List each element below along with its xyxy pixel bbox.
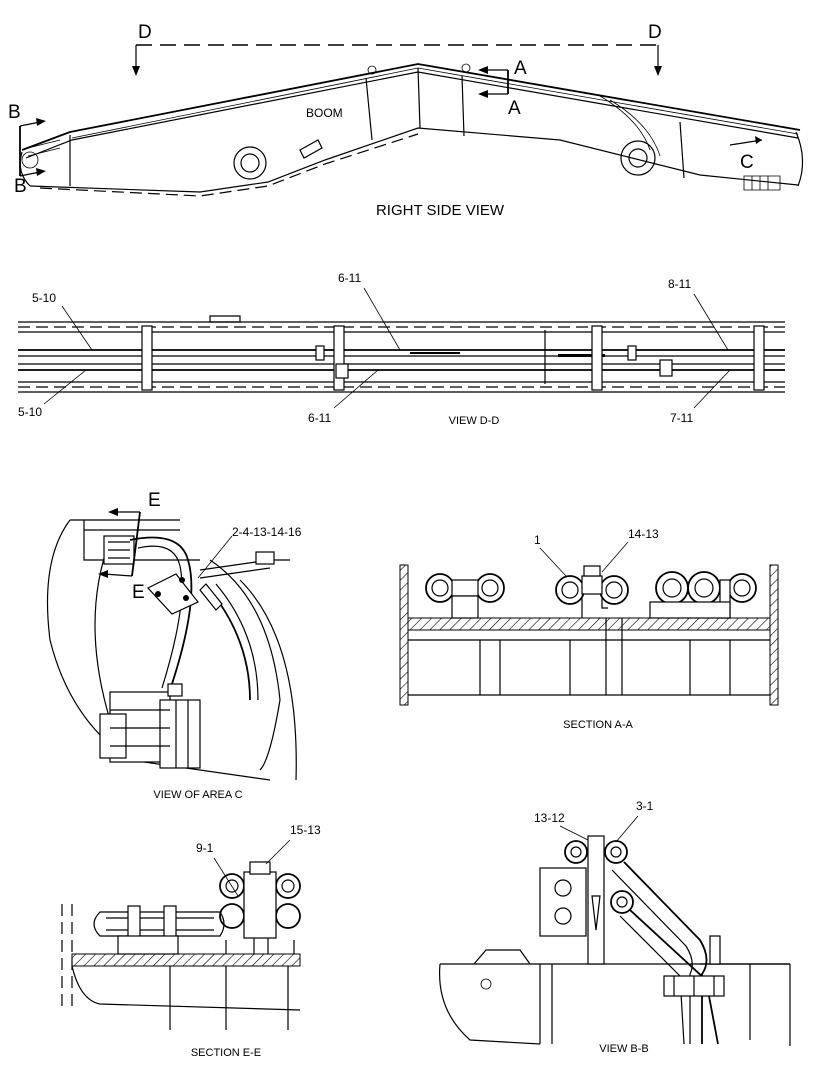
view-dd-title: VIEW D-D [449,415,500,427]
label-b-bottom: B [14,176,27,197]
view-bb-title: VIEW B-B [599,1043,649,1055]
section-marker-e: E E [98,490,161,603]
section-aa: 1 14-13 SECTION A-A [399,527,779,731]
boom-label: BOOM [306,106,343,120]
section-ee-title: SECTION E-E [191,1047,261,1059]
area-c-clamp-block [147,573,223,615]
section-aa-title: SECTION A-A [563,719,633,731]
callout-ee-9-1: 9-1 [196,841,214,855]
view-dd: 5-10 6-11 8-11 5-10 6-11 7-11 VIEW D-D [18,271,785,427]
callout-dd-8-11: 8-11 [668,277,691,291]
label-e-bottom: E [132,582,145,603]
section-marker-b: B B [8,102,46,197]
label-d-right: D [648,22,662,43]
callout-dd-6-11-bottom: 6-11 [308,411,331,425]
section-line-d: D D [132,22,662,76]
area-c-marker: C [729,136,763,173]
view-bb: 13-12 3-1 VIEW B-B [438,799,791,1055]
view-area-c-title: VIEW OF AREA C [153,789,242,801]
section-marker-a: A A [478,58,527,119]
boom-outline: BOOM [19,63,804,197]
callout-dd-5-10-top: 5-10 [32,291,56,305]
callout-ee-15-13: 15-13 [290,823,321,837]
label-a-top: A [514,58,527,79]
view-dd-clamps [141,325,765,391]
callout-area-c: 2-4-13-14-16 [232,525,302,539]
callout-dd-7-11: 7-11 [670,411,693,425]
view-bb-clamps [564,840,634,914]
label-b-top: B [8,102,21,123]
label-e-top: E [148,490,161,511]
label-d-left: D [138,22,152,43]
right-side-view-title: RIGHT SIDE VIEW [376,202,505,219]
section-ee-clamps [219,861,301,954]
section-ee: 9-1 15-13 SECTION E-E [61,823,321,1059]
callout-bb-13-12: 13-12 [534,811,565,825]
section-aa-clamps [425,565,757,619]
label-c: C [740,152,754,173]
label-a-bottom: A [508,98,521,119]
callout-aa-1: 1 [534,533,541,547]
callout-dd-5-10-bottom: 5-10 [18,405,42,419]
callout-dd-6-11-top: 6-11 [338,271,361,285]
area-c-fitting [99,683,201,769]
callout-aa-14-13: 14-13 [628,527,659,541]
callout-bb-3-1: 3-1 [636,799,654,813]
right-side-view: D D [8,22,804,219]
view-area-c: E E 2-4-13-14-16 VIEW OF AREA C [46,490,302,801]
